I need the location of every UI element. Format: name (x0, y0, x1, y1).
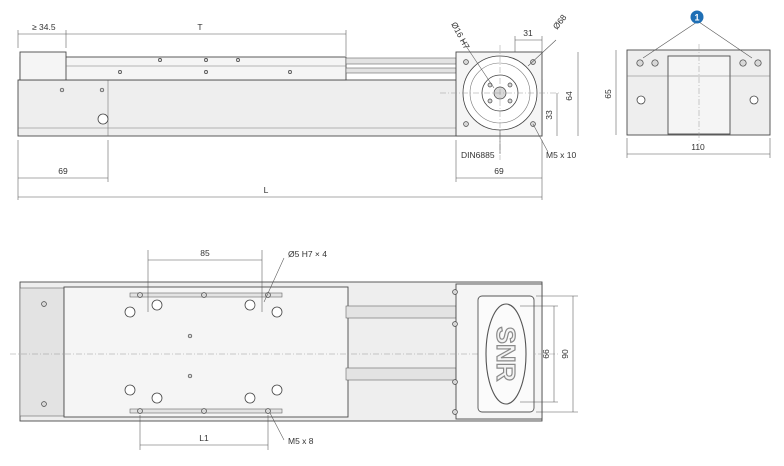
side-view-screw (118, 70, 122, 74)
callout-number: 1 (694, 13, 699, 23)
top-view-screw (452, 321, 458, 327)
dim-flange-screws: M5 x 10 (546, 150, 577, 160)
callout-badge (690, 10, 704, 24)
top-view-screw (137, 408, 143, 414)
top-view-hole (124, 306, 136, 318)
side-view-screw (288, 70, 292, 74)
top-view-screw (137, 292, 143, 298)
side-view-carriage (19, 56, 347, 81)
side-view-screw (236, 58, 240, 62)
end-view-screw (651, 59, 659, 67)
dim-plate-inner-height: 66 (541, 349, 551, 359)
dim-flange-diameter: Ø68 (551, 12, 569, 31)
dim-carriage-screws: M5 x 8 (288, 436, 314, 446)
top-view-screw (41, 401, 47, 407)
leader-flange-diameter (527, 39, 557, 67)
dim-length: L (264, 185, 269, 195)
top-view-screw (452, 379, 458, 385)
side-view-belt-cover (345, 57, 457, 65)
side-view-profile (17, 79, 543, 137)
top-view-screw (452, 289, 458, 295)
dim-carriage-length: L1 (199, 433, 209, 443)
end-view-hole (749, 95, 759, 105)
dim-pilot-diameter: Ø16 H7 (449, 20, 472, 51)
leader-pilot (461, 39, 495, 89)
dim-dowel-holes: Ø5 H7 × 4 (288, 249, 327, 259)
dim-flange-width: 31 (523, 28, 533, 38)
end-view: 65 110 1 (603, 10, 771, 158)
flange-hole (487, 98, 493, 104)
dim-profile-height: 65 (603, 89, 613, 99)
leader-dowel-holes (263, 257, 285, 303)
dim-end-offset-right: 69 (494, 166, 504, 176)
dim-plate-outer-height: 90 (560, 349, 570, 359)
side-view-screw (99, 87, 105, 93)
dim-carriage-pitch: 85 (200, 248, 210, 258)
leader-flange-screws (532, 123, 549, 153)
side-view: ≥ 34.5 T 69 69 L 31 Ø16 H7 Ø68 64 33 DIN… (17, 12, 579, 200)
flange-corner-screw (530, 59, 536, 65)
top-view-hole (271, 306, 283, 318)
end-view-screw (636, 59, 644, 67)
dim-min-clearance: ≥ 34.5 (32, 22, 56, 32)
top-view-motor-end (19, 287, 65, 417)
end-view-screw (739, 59, 747, 67)
end-view-hole (636, 95, 646, 105)
top-view-hole (151, 299, 163, 311)
top-view-belt-upper (345, 305, 457, 319)
side-view-access-hole (97, 113, 109, 125)
dim-profile-width: 110 (691, 142, 705, 152)
side-view-screw (158, 58, 162, 62)
callout-leader (642, 21, 698, 59)
side-view-belt-lower (345, 67, 457, 74)
top-view-belt-lower (345, 367, 457, 381)
top-view-hole (271, 384, 283, 396)
top-view-screw (452, 409, 458, 415)
top-view-hole (244, 392, 256, 404)
top-view: SNR 85 Ø5 H7 × 4 L1 M5 x 8 66 90 (10, 248, 578, 450)
top-view-screw (187, 373, 193, 379)
flange-hole (507, 82, 513, 88)
flange-corner-screw (463, 59, 469, 65)
side-view-screw (204, 70, 208, 74)
top-view-screw (265, 408, 271, 414)
dim-flange-standard: DIN6885 (461, 150, 495, 160)
top-view-hole (124, 384, 136, 396)
top-view-screw (201, 408, 207, 414)
side-view-screw (204, 58, 208, 62)
dim-flange-center: 33 (544, 110, 554, 120)
dim-flange-height: 64 (564, 91, 574, 101)
dim-end-offset-left: 69 (58, 166, 68, 176)
logo-ellipse (485, 303, 527, 405)
leader-carriage-screws (269, 412, 285, 441)
flange-hole (487, 82, 493, 88)
logo-plate (477, 295, 535, 413)
flange-corner-screw (463, 121, 469, 127)
top-view-screw (201, 292, 207, 298)
top-view-hole (151, 392, 163, 404)
side-view-motor-end (19, 51, 67, 81)
callout-leader (698, 21, 753, 59)
side-view-screw (59, 87, 65, 93)
top-view-carriage (63, 286, 349, 418)
end-view-screw (754, 59, 762, 67)
flange-hole (507, 98, 513, 104)
top-view-screw (41, 301, 47, 307)
logo-text: SNR (491, 327, 521, 382)
top-view-hole (244, 299, 256, 311)
dim-travel: T (197, 22, 202, 32)
top-view-screw (187, 333, 193, 339)
